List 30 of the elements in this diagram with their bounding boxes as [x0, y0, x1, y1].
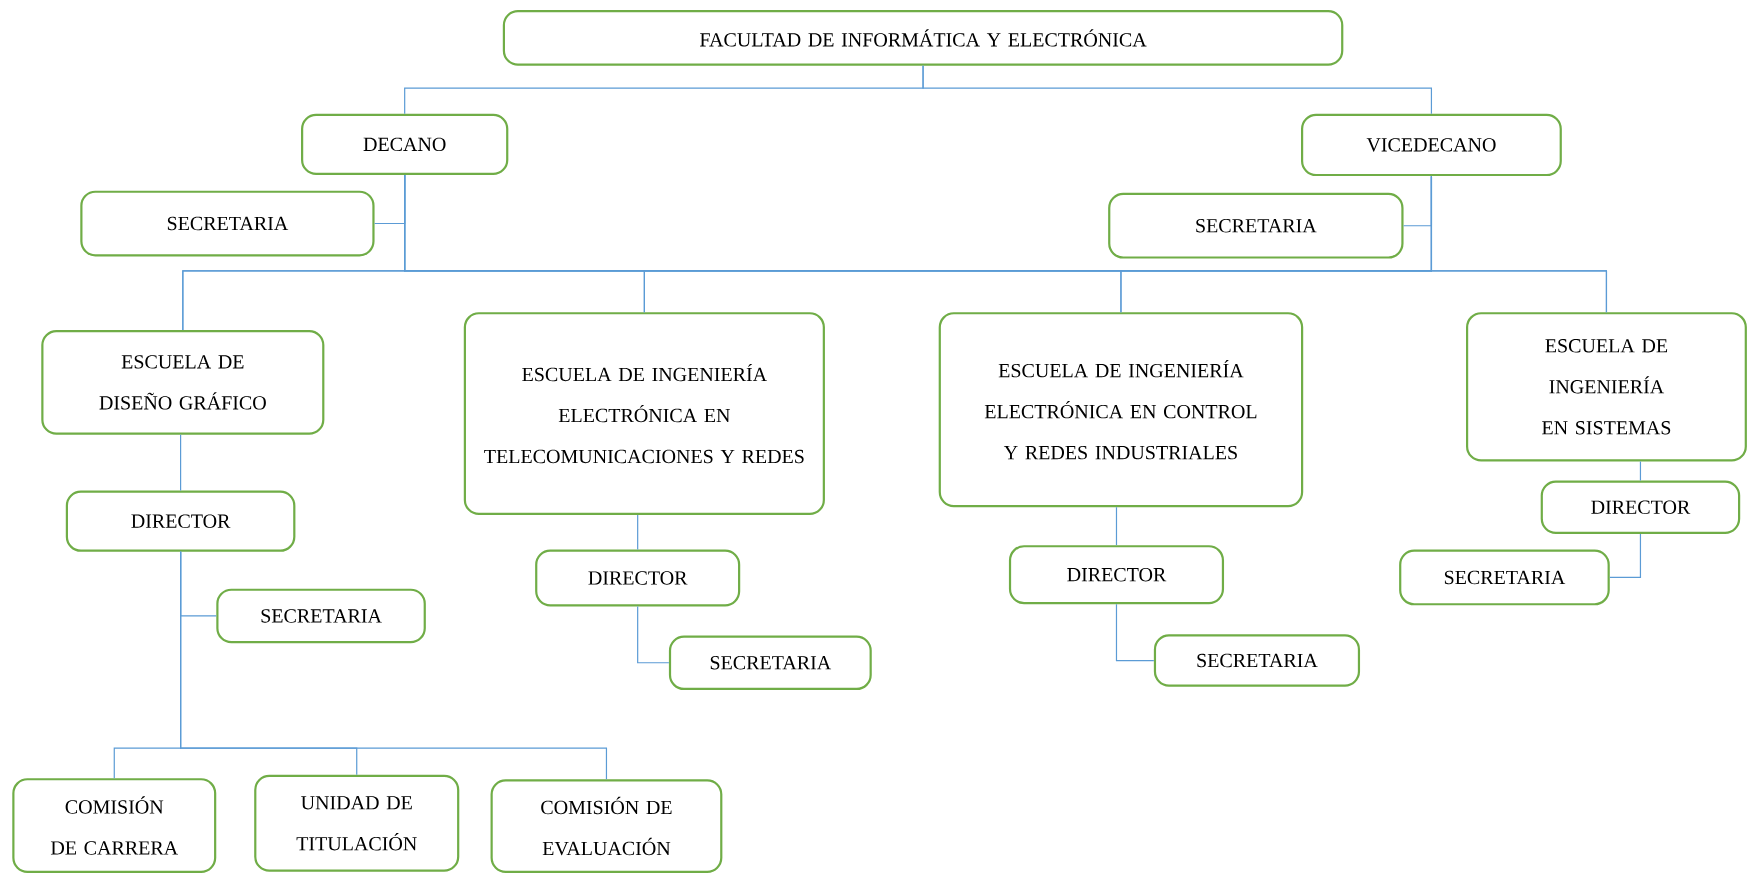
org-box: SECRETARIA [80, 190, 375, 257]
org-box: UNIDAD DE TITULACIÓN [254, 774, 460, 872]
connector-line [1115, 603, 1155, 662]
org-box: SECRETARIA [1108, 192, 1404, 259]
org-box: DIRECTOR [535, 549, 741, 607]
org-box: FACULTAD DE INFORMÁTICA Y ELECTRÓNICA [502, 10, 1344, 66]
org-box: DECANO [301, 113, 509, 175]
org-box: DIRECTOR [1008, 545, 1225, 605]
org-box: ESCUELA DE INGENIERÍA ELECTRÓNICA EN TELECOMUNICACIONES Y REDES [463, 312, 825, 515]
connector-line [1639, 460, 1642, 482]
connector-line [637, 514, 639, 551]
org-box: COMISIÓN DE EVALUACIÓN [490, 779, 723, 873]
org-box: SECRETARIA [1399, 549, 1610, 606]
org-box: VICEDECANO [1301, 113, 1562, 177]
connector-line [1115, 506, 1118, 546]
connector-line [180, 551, 608, 780]
connector-line [1430, 175, 1608, 313]
org-box: SECRETARIA [1153, 634, 1361, 687]
connector-line [1609, 533, 1642, 579]
org-box: ESCUELA DE INGENIERÍA EN SISTEMAS [1466, 312, 1747, 462]
org-box: SECRETARIA [668, 635, 872, 691]
connector-line [922, 65, 1433, 115]
org-box: ESCUELA DE DISEÑO GRÁFICO [41, 330, 325, 435]
org-box: DIRECTOR [1540, 480, 1741, 534]
connector-line [637, 605, 670, 664]
org-box: SECRETARIA [216, 588, 426, 644]
org-box: COMISIÓN DE CARRERA [12, 778, 217, 873]
connector-line [180, 434, 182, 492]
org-box: DIRECTOR [65, 490, 296, 552]
org-box: ESCUELA DE INGENIERÍA ELECTRÓNICA EN CONTROL Y REDES INDUSTRIALES [938, 312, 1304, 508]
